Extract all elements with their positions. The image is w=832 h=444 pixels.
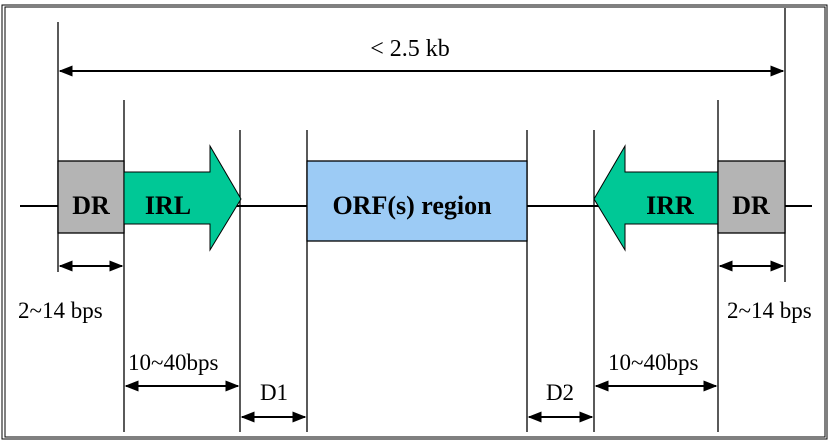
dr-left-length-label: 2~14 bps [18, 298, 103, 323]
orf-region-box [306, 160, 528, 242]
dr-right-length-label: 2~14 bps [727, 298, 812, 323]
irr-length-label: 10~40bps [608, 350, 698, 375]
irl-label: IRL [145, 191, 191, 220]
dr-left-label: DR [72, 191, 110, 220]
irr-arrow [593, 144, 719, 252]
irl-length-label: 10~40bps [128, 350, 218, 375]
d1-label: D1 [260, 380, 288, 405]
total-length-label: < 2.5 kb [370, 36, 450, 62]
orf-region-label: ORF(s) region [332, 191, 492, 220]
dr-right-label: DR [732, 191, 770, 220]
outer-frame [1, 4, 828, 440]
inner-frame [4, 6, 826, 438]
d2-label: D2 [546, 380, 574, 405]
irl-arrow [123, 144, 242, 252]
guide-lines [57, 8, 786, 432]
dr-left-box [57, 160, 125, 234]
dr-right-box [717, 160, 786, 234]
irr-label: IRR [646, 191, 694, 220]
